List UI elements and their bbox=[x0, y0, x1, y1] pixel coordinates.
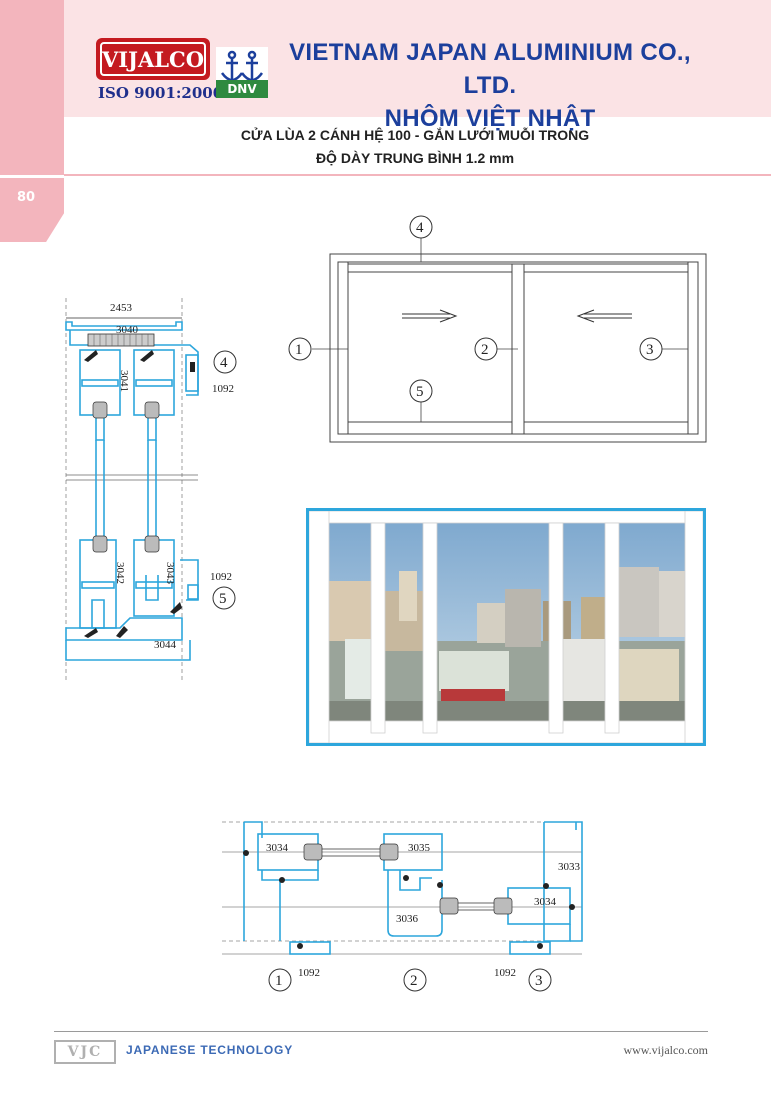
profile-3034-left: 3034 bbox=[266, 842, 289, 854]
company-name-line2: NHÔM VIỆT NHẬT bbox=[384, 105, 596, 132]
side-band bbox=[0, 0, 64, 175]
document-title: CỬA LÙA 2 CÁNH HỆ 100 - GẮN LƯỚI MUỖI TR… bbox=[150, 124, 680, 170]
callout-1-section: 1 bbox=[275, 973, 283, 989]
profile-3040: 3040 bbox=[116, 324, 139, 336]
callout-3: 3 bbox=[646, 342, 654, 358]
accessory-1092-right: 1092 bbox=[494, 967, 516, 979]
title-line1: CỬA LÙA 2 CÁNH HỆ 100 - GẮN LƯỚI MUỖI TR… bbox=[240, 127, 590, 143]
city-view-image bbox=[309, 511, 703, 743]
callout-5-section: 5 bbox=[219, 591, 227, 607]
profile-3044: 3044 bbox=[154, 639, 177, 651]
profile-3035: 3035 bbox=[408, 842, 431, 854]
window-elevation: 4 1 2 3 5 bbox=[288, 215, 707, 443]
title-rule bbox=[64, 174, 771, 176]
accessory-1092-top: 1092 bbox=[212, 383, 234, 395]
window-photo bbox=[306, 508, 706, 746]
callout-4: 4 bbox=[416, 220, 424, 236]
title-line2: ĐỘ DÀY TRUNG BÌNH 1.2 mm bbox=[315, 150, 515, 166]
accessory-1092-left: 1092 bbox=[298, 967, 320, 979]
vijalco-logo: VIJALCO bbox=[96, 38, 210, 80]
profile-3043: 3043 bbox=[164, 562, 176, 585]
callout-5: 5 bbox=[416, 384, 424, 400]
page-number: 80 bbox=[16, 190, 36, 205]
company-name: VIETNAM JAPAN ALUMINIUM CO., LTD. NHÔM V… bbox=[280, 36, 700, 135]
callout-4-section: 4 bbox=[220, 355, 228, 371]
callout-2: 2 bbox=[481, 342, 489, 358]
profile-3034-right: 3034 bbox=[534, 896, 557, 908]
profile-3033: 3033 bbox=[558, 861, 581, 873]
company-name-line1: VIETNAM JAPAN ALUMINIUM CO., LTD. bbox=[289, 39, 691, 99]
horizontal-section-drawing: 3034 3035 3033 3036 3034 1092 1092 1 2 3 bbox=[222, 821, 583, 992]
vjc-logo: VJC bbox=[54, 1040, 116, 1064]
website-link[interactable]: www.vijalco.com bbox=[623, 1043, 708, 1057]
profile-3036: 3036 bbox=[396, 913, 419, 925]
iso-certification: ISO 9001:2000 bbox=[98, 84, 224, 102]
footer-rule bbox=[54, 1031, 708, 1032]
footer-tagline: JAPANESE TECHNOLOGY bbox=[126, 1043, 293, 1057]
profile-3041: 3041 bbox=[118, 370, 130, 392]
vertical-section-drawing: 2453 bbox=[65, 298, 237, 680]
accessory-1092-bottom: 1092 bbox=[210, 571, 232, 583]
callout-1: 1 bbox=[295, 342, 303, 358]
dimension-2453: 2453 bbox=[110, 302, 133, 314]
vijalco-logo-text: VIJALCO bbox=[100, 42, 206, 76]
callout-3-section: 3 bbox=[535, 973, 543, 989]
dnv-label: DNV bbox=[216, 80, 268, 98]
profile-3042: 3042 bbox=[114, 562, 126, 584]
callout-2-section: 2 bbox=[410, 973, 418, 989]
